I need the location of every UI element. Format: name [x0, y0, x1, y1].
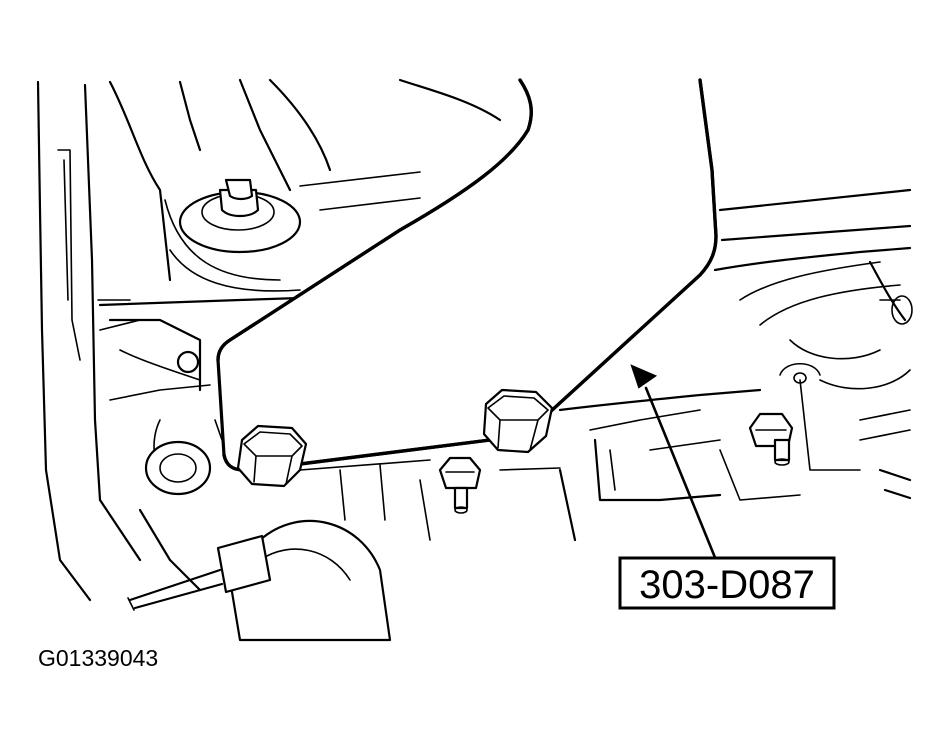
engine-block-background — [36, 78, 913, 602]
figure-id: G01339043 — [38, 645, 158, 671]
bracket-bolt-left — [236, 424, 308, 488]
arrowhead-icon — [630, 364, 658, 389]
pulley-and-sensor — [127, 519, 392, 642]
bracket-bolt-right — [482, 388, 554, 454]
stud-nut-right — [748, 412, 794, 466]
stud-nut-center — [438, 456, 482, 514]
special-tool-bracket — [214, 78, 718, 472]
callout-box — [618, 556, 836, 610]
callout-leader-arrow — [630, 364, 718, 562]
tool-number-callout: 303-D087 — [618, 556, 836, 610]
tool-number-label: 303-D087 — [639, 563, 815, 607]
